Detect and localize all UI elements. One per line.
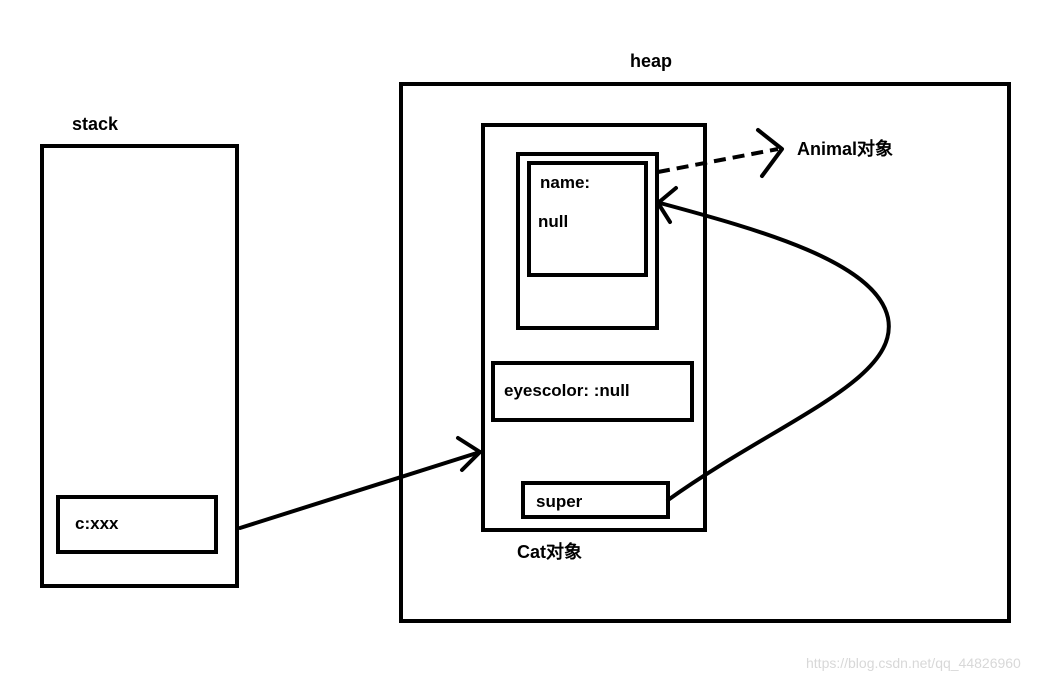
super-field-text: super	[536, 492, 583, 511]
stack-label: stack	[72, 114, 119, 134]
eyescolor-field-text: eyescolor: :null	[504, 381, 630, 400]
name-field-label: name:	[540, 173, 591, 192]
watermark-text: https://blog.csdn.net/qq_44826960	[806, 655, 1021, 671]
reference-arrow-line	[238, 450, 482, 530]
animal-arrowhead	[756, 128, 784, 178]
stack-frame	[40, 144, 239, 588]
heap-label: heap	[630, 51, 673, 71]
cat-object-box	[481, 123, 707, 532]
reference-arrowhead	[456, 436, 482, 472]
animal-object-label: Animal对象	[797, 139, 894, 159]
eyescolor-field-box	[491, 361, 694, 422]
super-arrow-line	[658, 201, 891, 502]
name-field-box	[527, 161, 648, 277]
stack-reference-cell	[56, 495, 218, 554]
heap-frame	[399, 82, 1011, 623]
super-field-box	[521, 481, 670, 519]
stack-reference-text: c:xxx	[75, 514, 119, 533]
name-field-value: null	[538, 212, 569, 231]
animal-dashed-line	[657, 147, 779, 174]
cat-object-label: Cat对象	[517, 542, 583, 562]
parent-part-outer-box	[516, 152, 659, 330]
